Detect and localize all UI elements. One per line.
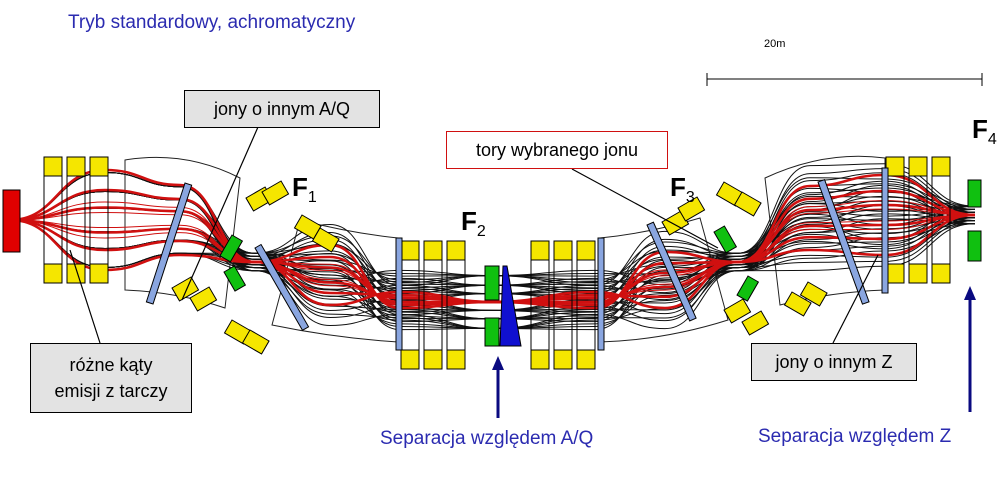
triplet-3-quadrupole-bottom-2 [423, 349, 443, 370]
focal-plane-f3-index: 3 [685, 189, 695, 206]
triplet-4-quadrupole-bottom-3 [576, 349, 596, 370]
focal-plane-f4: F4 [972, 114, 997, 149]
tilted-magnet-12 [677, 196, 706, 222]
triplet-4-quadrupole-top-2 [553, 240, 573, 261]
separation-aq-label: Separacja względem A/Q [380, 428, 594, 449]
slit-1 [219, 234, 244, 263]
triplet-1-quadrupole-bottom-1 [43, 263, 63, 284]
slit-8 [967, 230, 982, 262]
scale-bar-label: 20m [764, 38, 786, 50]
dipole-edge-3 [395, 237, 403, 351]
triplet-6-quadrupole-top-2 [908, 156, 928, 177]
leader-line-emission-angles [69, 249, 101, 344]
focal-plane-f2: F2 [461, 206, 486, 241]
triplet-6-quadrupole-top-3 [931, 156, 951, 177]
triplet-4-quadrupole-bottom-2 [553, 349, 573, 370]
triplet-6-quadrupole-bottom-2 [908, 263, 928, 284]
triplet-3-quadrupole-top-1 [400, 240, 420, 261]
triplet-1-quadrupole-bottom-2 [66, 263, 86, 284]
triplet-1-quadrupole-top-3 [89, 156, 109, 177]
tilted-magnet-13 [723, 298, 752, 324]
tilted-magnet-8 [311, 227, 340, 253]
focal-plane-f1-letter: F [292, 172, 308, 202]
triplet-1-quadrupole-top-2 [66, 156, 86, 177]
triplet-6-quadrupole-top-1 [885, 156, 905, 177]
focal-plane-f1: F1 [292, 172, 317, 207]
label-other-aq: jony o innym A/Q [184, 90, 380, 128]
wedge-degrader [499, 265, 522, 347]
leader-line-other-z [832, 254, 879, 344]
selected-ion-thin-track-6 [9, 214, 976, 306]
focal-plane-f2-index: 2 [476, 223, 486, 240]
tilted-magnet-10 [733, 191, 762, 217]
separation-z-arrow-head [964, 286, 976, 300]
triplet-4-quadrupole-top-3 [576, 240, 596, 261]
triplet-3-quadrupole-bottom-1 [400, 349, 420, 370]
diagram-title: Tryb standardowy, achromatyczny [68, 12, 356, 33]
focal-plane-f4-index: 4 [987, 131, 997, 148]
triplet-3-quadrupole-top-3 [446, 240, 466, 261]
tilted-magnet-2 [261, 180, 290, 206]
slit-5 [713, 225, 738, 254]
triplet-1-quadrupole-bottom-3 [89, 263, 109, 284]
label-emission-angles-line1: różne kąty [69, 355, 153, 375]
dipole-edge-6 [817, 178, 870, 305]
leader-line-other-aq [181, 126, 259, 301]
triplet-6-quadrupole-bottom-3 [931, 263, 951, 284]
separation-z-label: Separacja względem Z [758, 426, 952, 447]
production-target [2, 189, 21, 253]
focal-plane-f2-letter: F [461, 206, 477, 236]
triplet-1-quadrupole-top-1 [43, 156, 63, 177]
slit-4 [484, 317, 500, 347]
slit-2 [223, 265, 247, 292]
slit-6 [736, 275, 760, 302]
dipole-edge-2 [254, 243, 310, 331]
focal-plane-f3: F3 [670, 172, 695, 207]
triplet-3-quadrupole-top-2 [423, 240, 443, 261]
label-other-z: jony o innym Z [751, 343, 917, 381]
leader-line-selected-tracks [571, 168, 719, 249]
dipole-edge-7 [881, 167, 889, 294]
tilted-magnet-4 [189, 286, 218, 312]
label-selected-tracks: tory wybranego jonu [446, 131, 668, 169]
tilted-magnet-14 [741, 310, 770, 336]
dipole-edge-4 [597, 237, 605, 351]
triplet-6-quadrupole-bottom-1 [885, 263, 905, 284]
focal-plane-f4-letter: F [972, 114, 988, 144]
triplet-3-quadrupole-bottom-3 [446, 349, 466, 370]
slit-7 [967, 179, 982, 208]
triplet-4-quadrupole-bottom-1 [530, 349, 550, 370]
tilted-magnet-16 [799, 281, 828, 307]
dipole-edge-1 [145, 182, 193, 305]
slit-3 [484, 265, 500, 301]
label-emission-angles: różne kąty emisji z tarczy [30, 343, 192, 413]
tilted-magnet-3 [171, 276, 200, 302]
dipole-edge-5 [646, 221, 697, 322]
tilted-magnet-15 [783, 291, 812, 317]
focal-plane-f3-letter: F [670, 172, 686, 202]
label-emission-angles-line2: emisji z tarczy [54, 381, 168, 401]
focal-plane-f1-index: 1 [307, 189, 317, 206]
triplet-4-quadrupole-top-1 [530, 240, 550, 261]
separation-aq-arrow-head [492, 356, 504, 370]
tilted-magnet-6 [241, 329, 270, 355]
